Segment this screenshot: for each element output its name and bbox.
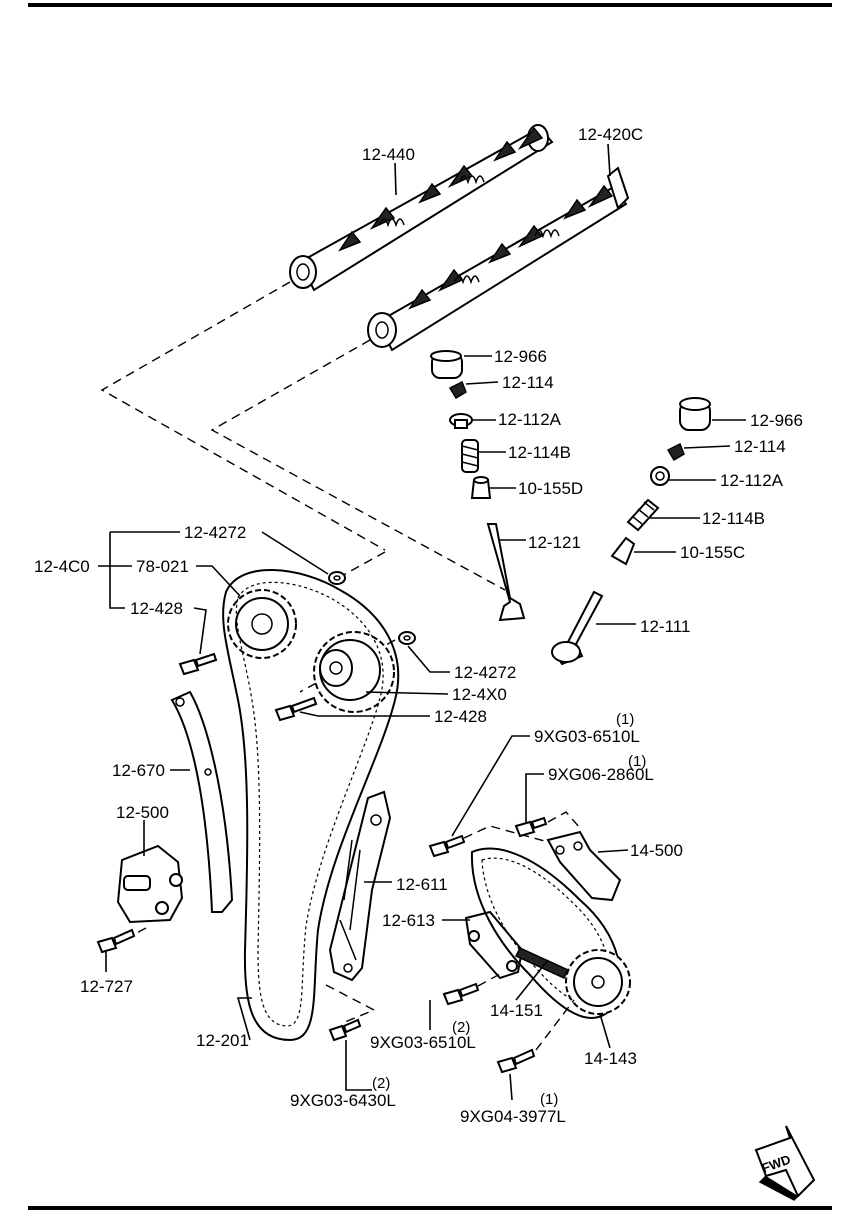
tensioner-bolt[interactable] xyxy=(96,928,136,954)
label-bolt-guide: 9XG03-6430L xyxy=(290,1091,396,1110)
label-sprocket-assy: 12-4C0 xyxy=(34,557,90,576)
label-washer-top: 12-4272 xyxy=(184,523,246,542)
bolt-oil-pump-tensioner[interactable] xyxy=(442,982,480,1006)
cotter-right[interactable] xyxy=(666,442,685,462)
label-spring-right: 12-114B xyxy=(702,509,765,528)
label-guide-right: 12-611 xyxy=(396,875,448,894)
bolt-top[interactable] xyxy=(428,834,466,858)
camshaft-intake[interactable] xyxy=(367,166,630,352)
label-valve-exhaust: 12-121 xyxy=(528,533,581,552)
label-seal-left: 10-155D xyxy=(518,479,583,498)
label-sprocket: 78-021 xyxy=(136,557,189,576)
valve-seal-right[interactable] xyxy=(610,536,636,566)
spring-seat-left[interactable] xyxy=(449,413,473,429)
label-bolt-right: 12-428 xyxy=(434,707,487,726)
label-guide-left: 12-670 xyxy=(112,761,165,780)
washer-right[interactable] xyxy=(398,631,416,645)
label-bolt-top-qty: (1) xyxy=(616,711,634,728)
label-bracket: 14-500 xyxy=(630,841,683,860)
labels: 12-440 12-420C 12-966 12-114 12-112A 12-… xyxy=(34,125,803,1126)
label-tappet-left: 12-966 xyxy=(494,347,547,366)
valve-spring-left[interactable] xyxy=(461,439,479,473)
alignment-line-guide xyxy=(325,984,376,1023)
chain-guide-right[interactable] xyxy=(328,790,392,982)
label-vvt-sprocket: 12-4X0 xyxy=(452,685,507,704)
label-spring-left: 12-114B xyxy=(508,443,571,462)
bolt-oil-pump-sprocket[interactable] xyxy=(496,1048,536,1074)
label-bolt-left: 12-428 xyxy=(130,599,183,618)
label-timing-chain: 12-201 xyxy=(196,1031,249,1050)
camshaft-exhaust[interactable] xyxy=(289,124,554,292)
camshaft-sprocket[interactable] xyxy=(227,589,297,659)
cotter-left[interactable] xyxy=(448,380,467,400)
label-camshaft-exhaust: 12-440 xyxy=(362,145,415,164)
valve-spring-right[interactable] xyxy=(626,498,660,532)
label-oil-pump-sprocket: 14-143 xyxy=(584,1049,637,1068)
label-tappet-right: 12-966 xyxy=(750,411,803,430)
alignment-line-sprocket-bolt xyxy=(535,999,575,1051)
label-seal-right: 10-155C xyxy=(680,543,745,562)
label-tensioner-bolt: 12-727 xyxy=(80,977,133,996)
label-washer-right: 12-4272 xyxy=(454,663,516,682)
valve-intake[interactable] xyxy=(551,590,604,666)
label-bolt-sprocket-qty: (1) xyxy=(540,1091,558,1108)
label-cotter-left: 12-114 xyxy=(502,373,554,392)
label-bolt-opt: 9XG03-6510L xyxy=(370,1033,476,1052)
alignment-line-exhaust xyxy=(100,281,386,551)
label-bolt-bracket-qty: (1) xyxy=(628,753,646,770)
label-bolt-bracket: 9XG06-2860L xyxy=(548,765,654,784)
alignment-line-bracket xyxy=(547,811,581,829)
label-spring-seat-right: 12-112A xyxy=(720,471,784,490)
label-bolt-sprocket: 9XG04-3977L xyxy=(460,1107,566,1126)
alignment-line-washer xyxy=(337,551,386,579)
valve-seal-left[interactable] xyxy=(470,476,492,499)
label-spring-seat-left: 12-112A xyxy=(498,410,562,429)
oil-pump-tensioner[interactable] xyxy=(464,910,524,980)
valve-exhaust[interactable] xyxy=(486,523,526,622)
leader-lines xyxy=(98,143,746,1101)
alignment-line-top-bolt xyxy=(463,825,549,843)
label-camshaft-intake: 12-420C xyxy=(578,125,643,144)
bracket[interactable] xyxy=(546,830,622,902)
spring-seat-right[interactable] xyxy=(650,466,670,486)
timing-chain[interactable] xyxy=(222,569,400,1042)
chain-guide-left[interactable] xyxy=(170,690,234,913)
bolt-bracket[interactable] xyxy=(514,816,548,838)
label-bolt-top: 9XG03-6510L xyxy=(534,727,640,746)
label-oil-pump-chain: 14-151 xyxy=(490,1001,543,1020)
label-oil-pump-tensioner: 12-613 xyxy=(382,911,435,930)
bolt-sprocket-right[interactable] xyxy=(274,696,318,722)
fwd-arrow-icon: FWD xyxy=(754,1125,816,1201)
washer-top[interactable] xyxy=(328,571,346,585)
oil-pump-sprocket[interactable] xyxy=(565,949,631,1015)
label-valve-intake: 12-111 xyxy=(640,617,690,636)
label-bolt-guide-qty: (2) xyxy=(372,1075,390,1092)
alignment-line-opt-bolt xyxy=(477,973,501,987)
label-cotter-right: 12-114 xyxy=(734,437,786,456)
bolt-guide[interactable] xyxy=(328,1018,362,1042)
tappet-right[interactable] xyxy=(679,397,711,431)
label-tensioner: 12-500 xyxy=(116,803,169,822)
tappet-left[interactable] xyxy=(430,350,463,379)
chain-tensioner[interactable] xyxy=(116,844,184,943)
bolt-sprocket-left[interactable] xyxy=(178,652,218,676)
alignment-line-intake xyxy=(210,339,506,591)
oil-pump-chain-links xyxy=(514,947,570,979)
label-bolt-opt-qty: (2) xyxy=(452,1019,470,1036)
vvt-sprocket[interactable] xyxy=(313,631,395,713)
